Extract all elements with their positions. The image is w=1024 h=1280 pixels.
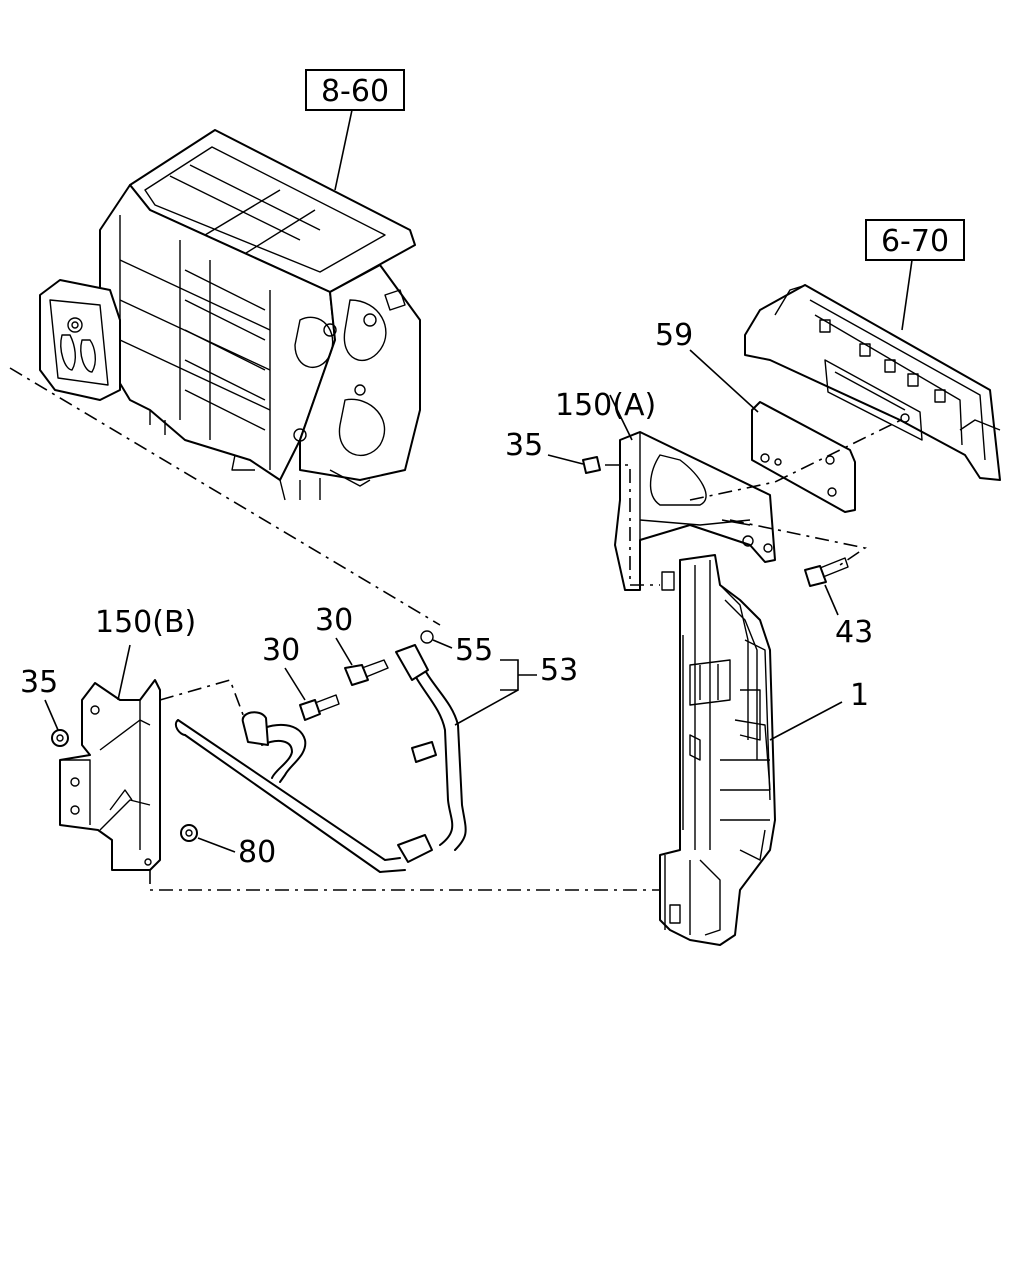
installation-lines xyxy=(9,367,906,891)
bracket-150a xyxy=(614,431,776,591)
condenser-assembly-1 xyxy=(659,554,776,946)
plate-59 xyxy=(751,401,856,513)
callout-150b[interactable]: 150(B) xyxy=(95,605,196,640)
dash-panel-piece xyxy=(744,284,1001,481)
callout-35-top[interactable]: 35 xyxy=(505,428,543,463)
ref-box-6-70[interactable]: 6-70 xyxy=(865,219,965,261)
heater-unit-assembly xyxy=(39,129,421,501)
fasteners xyxy=(51,456,849,842)
callout-80[interactable]: 80 xyxy=(238,835,276,870)
bracket-150b xyxy=(59,679,161,871)
ref-label-8-60: 8-60 xyxy=(321,74,389,109)
ref-label-6-70: 6-70 xyxy=(881,224,949,259)
callout-55[interactable]: 55 xyxy=(455,633,493,668)
ref-box-8-60[interactable]: 8-60 xyxy=(305,69,405,111)
callout-30-lower[interactable]: 30 xyxy=(262,633,300,668)
pipe-assembly-53 xyxy=(174,630,467,873)
callout-30-upper[interactable]: 30 xyxy=(315,603,353,638)
callout-59[interactable]: 59 xyxy=(655,318,693,353)
callout-53[interactable]: 53 xyxy=(540,653,578,688)
callout-150a[interactable]: 150(A) xyxy=(555,388,656,423)
callout-35-left[interactable]: 35 xyxy=(20,665,58,700)
callout-1[interactable]: 1 xyxy=(850,678,869,713)
callout-43[interactable]: 43 xyxy=(835,615,873,650)
